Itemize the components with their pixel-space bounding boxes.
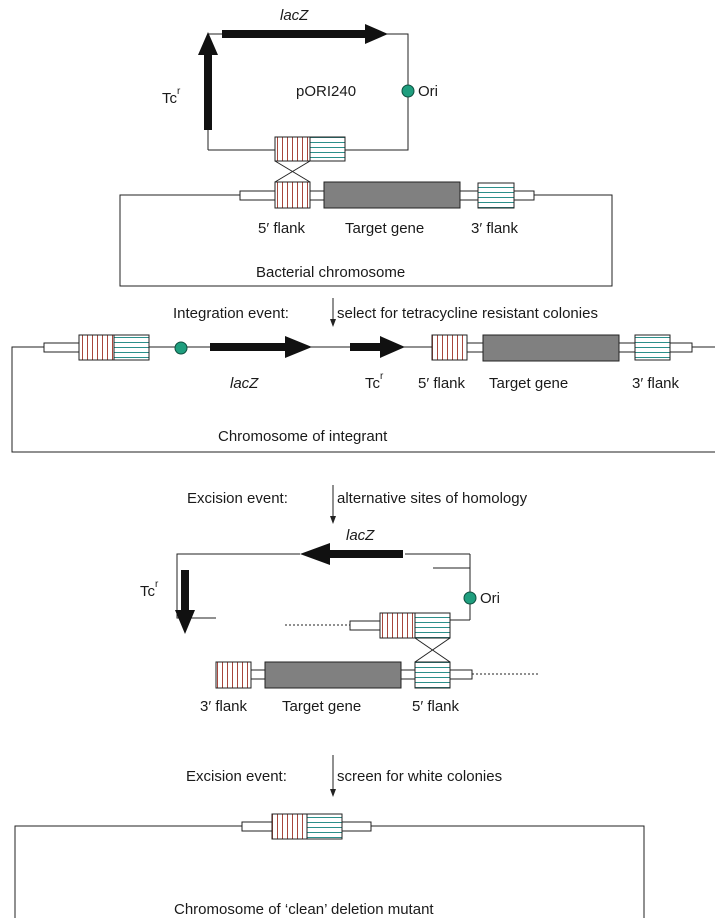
integrant-flank5-label: 5′ flank bbox=[418, 375, 466, 392]
step-arrows bbox=[330, 298, 336, 797]
excision-5-flank bbox=[414, 661, 451, 689]
flank5-label: 5′ flank bbox=[258, 220, 306, 237]
integrant-ori-dot bbox=[174, 341, 188, 355]
step2-left: Excision event: bbox=[187, 490, 288, 507]
excision-upper-3-flank bbox=[414, 612, 451, 639]
plasmid-5-flank bbox=[274, 136, 311, 162]
step1-right: select for tetracycline resistant coloni… bbox=[337, 305, 598, 322]
integrant-tc-sup: r bbox=[380, 371, 384, 382]
panel-excision bbox=[175, 543, 540, 689]
target-label: Target gene bbox=[345, 220, 424, 237]
excision-tc-label: Tc bbox=[140, 583, 156, 600]
excision-lacz-label: lacZ bbox=[346, 527, 375, 544]
tc-label: Tc bbox=[162, 90, 178, 107]
step3-right: screen for white colonies bbox=[337, 768, 502, 785]
integrant-5-flank-b bbox=[431, 334, 468, 361]
excision-tc-sup: r bbox=[155, 579, 159, 590]
integrant-target-gene bbox=[482, 334, 620, 362]
excision-target-gene bbox=[264, 661, 402, 689]
clean-chromosome-right bbox=[371, 825, 645, 918]
plasmid-name: pORI240 bbox=[296, 83, 356, 100]
step2-right: alternative sites of homology bbox=[337, 490, 528, 507]
integrant-3-flank-a bbox=[113, 334, 150, 361]
integrant-lacz-label: lacZ bbox=[230, 375, 259, 392]
tc-arrow bbox=[198, 32, 218, 130]
lacz-arrow bbox=[222, 24, 388, 44]
step3-left: Excision event: bbox=[186, 768, 287, 785]
bacterial-chromosome-label: Bacterial chromosome bbox=[256, 264, 405, 281]
step1-left: Integration event: bbox=[173, 305, 289, 322]
excision-flank5-label: 5′ flank bbox=[412, 698, 460, 715]
ori-dot bbox=[401, 84, 415, 98]
integrant-5-flank-a bbox=[78, 334, 115, 361]
panel-integrant bbox=[11, 334, 715, 453]
integrant-flank3-label: 3′ flank bbox=[632, 375, 680, 392]
excision-lacz-arrow bbox=[300, 543, 403, 565]
text-labels: lacZ Tc r pORI240 Ori 5′ flank Target ge… bbox=[140, 7, 680, 918]
integrant-chromosome-label: Chromosome of integrant bbox=[218, 428, 388, 445]
integrant-tc-arrow bbox=[350, 336, 405, 358]
excision-ori-dot bbox=[463, 591, 477, 605]
bacterial-chromosome-loop bbox=[119, 194, 613, 287]
integrant-target-label: Target gene bbox=[489, 375, 568, 392]
clean-deletion-label: Chromosome of ‘clean’ deletion mutant bbox=[174, 901, 434, 918]
excision-target-label: Target gene bbox=[282, 698, 361, 715]
integrant-lacz-arrow bbox=[210, 336, 312, 358]
flank3-label: 3′ flank bbox=[471, 220, 519, 237]
chrom-3-flank bbox=[477, 182, 515, 209]
excision-upper-5-flank bbox=[379, 612, 416, 639]
plasmid-3-flank bbox=[309, 136, 346, 162]
clean-5-flank bbox=[271, 813, 308, 840]
chrom-5-flank bbox=[274, 181, 311, 209]
excision-3-flank bbox=[215, 661, 252, 689]
lacz-label: lacZ bbox=[280, 7, 309, 24]
integrant-tc-label: Tc bbox=[365, 375, 381, 392]
tc-sup: r bbox=[177, 86, 181, 97]
clean-chromosome-left bbox=[14, 825, 242, 918]
excision-loop-left bbox=[176, 553, 300, 619]
target-gene bbox=[323, 181, 461, 209]
excision-ori-label: Ori bbox=[480, 590, 500, 607]
integrant-chromosome-loop bbox=[11, 346, 715, 453]
clean-3-flank bbox=[306, 813, 343, 840]
integrant-3-flank-b bbox=[634, 334, 671, 361]
panel-clean-deletion bbox=[14, 813, 645, 918]
excision-tc-arrow bbox=[175, 570, 195, 634]
excision-flank3-label: 3′ flank bbox=[200, 698, 248, 715]
ori-label: Ori bbox=[418, 83, 438, 100]
panel-plasmid bbox=[119, 24, 613, 287]
